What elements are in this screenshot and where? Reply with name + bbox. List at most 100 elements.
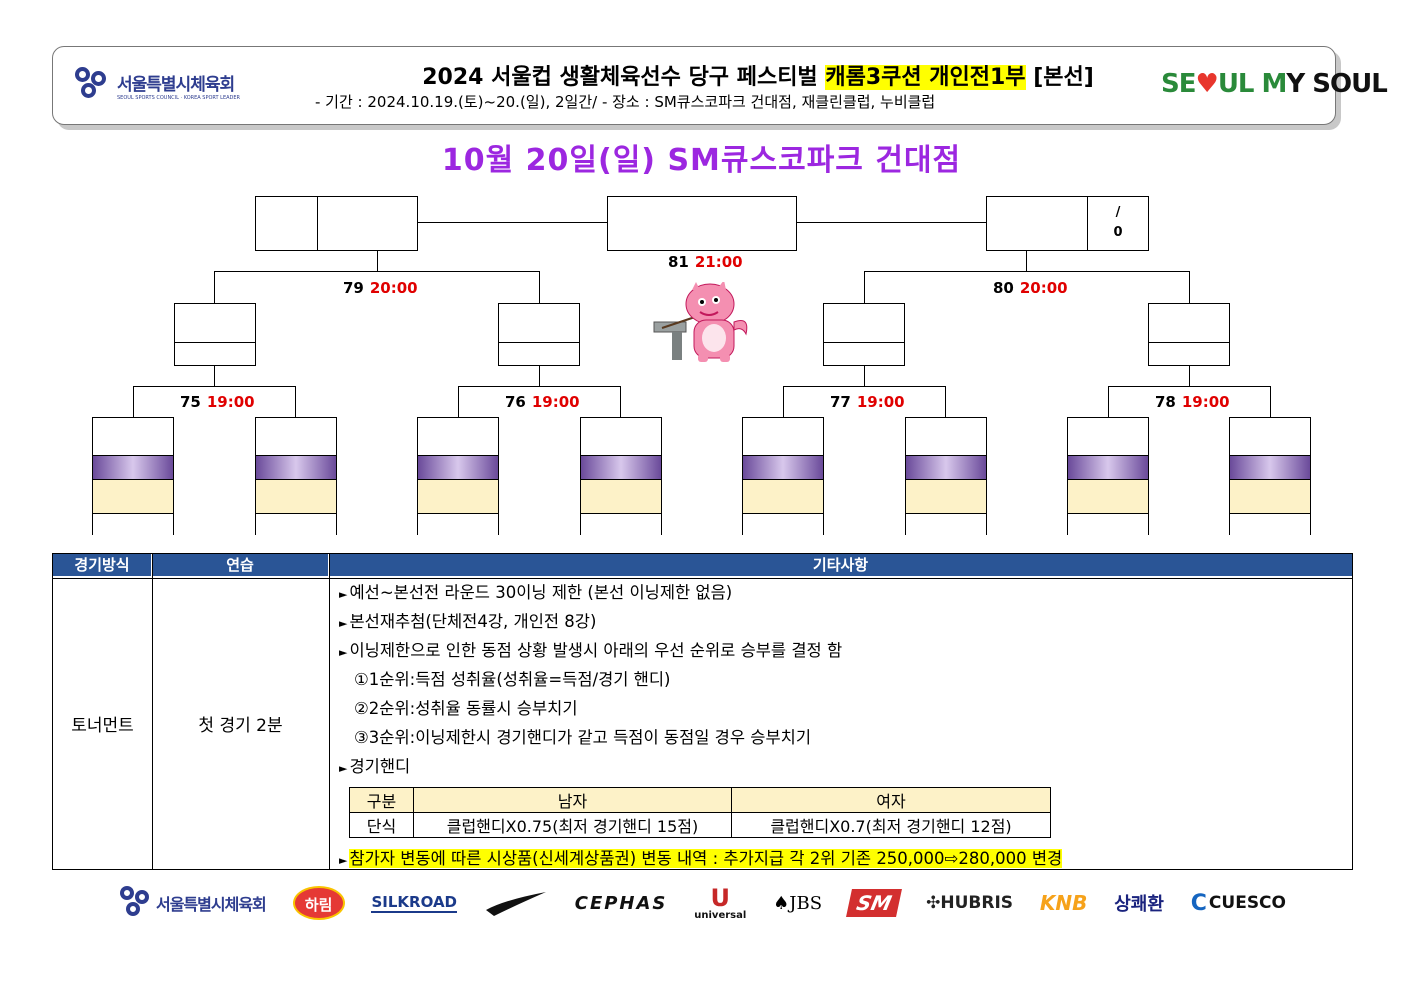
- bracket-line: [458, 386, 459, 417]
- event-period-venue: - 기간 : 2024.10.19.(토)~20.(일), 2일간/ - 장소 …: [315, 93, 936, 111]
- bracket-line: [133, 386, 296, 387]
- final-right-name-box: [986, 196, 1088, 251]
- bracket-line: [458, 386, 621, 387]
- handicap-table: 구분 남자 여자 단식 클럽핸디X0.75(최저 경기핸디 15점) 클럽핸디X…: [349, 787, 1051, 838]
- bracket-line: [864, 271, 865, 303]
- note-subitem: ②2순위:성취율 동률시 승부치기: [354, 699, 578, 718]
- player-slot: [92, 417, 174, 535]
- sponsor-swoosh-logo: [485, 892, 546, 916]
- bracket-line: [1189, 271, 1190, 303]
- bracket-line: [214, 366, 215, 386]
- heart-icon: ♥: [1195, 69, 1219, 99]
- header-banner: 서울특별시체육회 SEOUL SPORTS COUNCIL · KOREA SP…: [52, 46, 1388, 125]
- bracket-line: [1108, 386, 1271, 387]
- bracket-line: [1189, 366, 1190, 386]
- player-slot: [255, 417, 337, 535]
- bracket-line: [945, 386, 946, 417]
- seoul-my-soul-logo: SE♥UL MY SOUL: [1161, 69, 1388, 99]
- handicap-cell: 클럽핸디X0.75(최저 경기핸디 15점): [413, 812, 732, 838]
- bracket-line: [539, 366, 540, 386]
- bracket-line: [539, 271, 540, 303]
- handicap-cell: 클럽핸디X0.7(최저 경기핸디 12점): [731, 812, 1051, 838]
- page-title: 2024 서울컵 생활체육선수 당구 페스티벌 캐롬3쿠션 개인전1부 [본선]: [422, 65, 1094, 90]
- final-result-box: [607, 196, 797, 251]
- note-subitem: ①1순위:득점 성취율(성취율=득점/경기 핸디): [354, 670, 671, 689]
- handicap-head-male: 남자: [413, 787, 732, 813]
- final-right-score-box: / 0: [1087, 196, 1149, 251]
- bracket-line: [295, 386, 296, 417]
- bracket-line: [377, 251, 378, 272]
- bracket-line: [864, 271, 1190, 272]
- sponsor-cephas-logo: CEPHAS: [574, 892, 668, 914]
- bracket-line: [133, 386, 134, 417]
- title-highlight: 캐롬3쿠션 개인전1부: [825, 65, 1026, 90]
- bracket-line: [214, 271, 540, 272]
- note-subitem: ③3순위:이닝제한시 경기핸디가 같고 득점이 동점일 경우 승부치기: [354, 728, 811, 747]
- col-header-notes: 기타사항: [329, 554, 1352, 576]
- practice-time-value: 첫 경기 2분: [198, 716, 283, 736]
- final-left-name-box: [317, 196, 418, 251]
- bracket-line: [783, 386, 946, 387]
- col-header-method: 경기방식: [53, 554, 152, 576]
- match-date-venue: 10월 20일(일) SM큐스코파크 건대점: [441, 143, 962, 178]
- bracket-line: [1026, 251, 1027, 272]
- header-divider: [53, 576, 1352, 579]
- final-left-seed-box: [255, 196, 318, 251]
- clover-icon: ✣: [926, 893, 941, 913]
- player-slot: [905, 417, 987, 535]
- bracket-line: [783, 386, 784, 417]
- sponsor-hubris-logo: ✣HUBRIS: [926, 893, 1014, 913]
- player-slot: [1229, 417, 1311, 535]
- sponsor-knb-logo: KNB: [1039, 891, 1088, 915]
- rules-table: 경기방식 연습 기타사항 토너먼트 첫 경기 2분 ►예선~본선전 라운드 30…: [52, 553, 1353, 870]
- bracket-line: [214, 271, 215, 303]
- handicap-head-type: 구분: [349, 787, 414, 813]
- player-slot: [742, 417, 824, 535]
- sponsor-sangkwaehwan-logo: 상쾌환: [1114, 894, 1164, 915]
- seoul-sports-council-logo: 서울특별시체육회 SEOUL SPORTS COUNCIL · KOREA SP…: [73, 65, 240, 105]
- bracket-line: [797, 222, 986, 223]
- bracket-line: [620, 386, 621, 417]
- bracket-line: [1270, 386, 1271, 417]
- council-name-en: SEOUL SPORTS COUNCIL · KOREA SPORT LEADE…: [117, 94, 241, 101]
- semi-slot-box: [823, 303, 905, 366]
- player-slot: [1067, 417, 1149, 535]
- col-header-practice: 연습: [152, 554, 329, 576]
- council-name: 서울특별시체육회: [117, 74, 235, 95]
- bracket-line: [418, 222, 607, 223]
- note-item: ►예선~본선전 라운드 30이닝 제한 (본선 이닝제한 없음): [339, 583, 733, 602]
- handicap-cell: 단식: [349, 812, 414, 838]
- sponsor-seoul-council-logo: 서울특별시체육회: [118, 884, 267, 922]
- column-divider: [329, 554, 330, 869]
- player-slot: [580, 417, 662, 535]
- note-item: ►본선재추첨(단체전4강, 개인전 8강): [339, 612, 597, 631]
- semi-slot-box: [498, 303, 580, 366]
- sponsor-jbs-logo: ♠JBS: [773, 892, 823, 914]
- sponsor-silkroad-logo: SILKROAD: [371, 893, 458, 913]
- bracket-line: [1108, 386, 1109, 417]
- note-item: ►경기핸디: [339, 757, 411, 776]
- handicap-head-female: 여자: [731, 787, 1051, 813]
- column-divider: [152, 554, 153, 869]
- council-emblem-icon: [73, 65, 113, 105]
- note-item: ►이닝제한으로 인한 동점 상황 발생시 아래의 우선 순위로 승부를 결정 함: [339, 641, 843, 660]
- council-emblem-icon: [118, 884, 156, 922]
- sponsor-sm-billiards-logo: SM: [845, 889, 903, 917]
- billiards-mascot-image: [653, 282, 748, 362]
- cuesco-c-icon: C: [1190, 890, 1207, 916]
- note-item-prize-change: ►참가자 변동에 따른 시상품(신세계상품권) 변동 내역 : 추가지급 각 2…: [339, 849, 1063, 868]
- semi-slot-box: [174, 303, 256, 366]
- player-slot: [417, 417, 499, 535]
- match-method-value: 토너먼트: [71, 716, 134, 736]
- sponsor-harim-logo: 하림: [292, 886, 345, 920]
- semi-slot-box: [1148, 303, 1230, 366]
